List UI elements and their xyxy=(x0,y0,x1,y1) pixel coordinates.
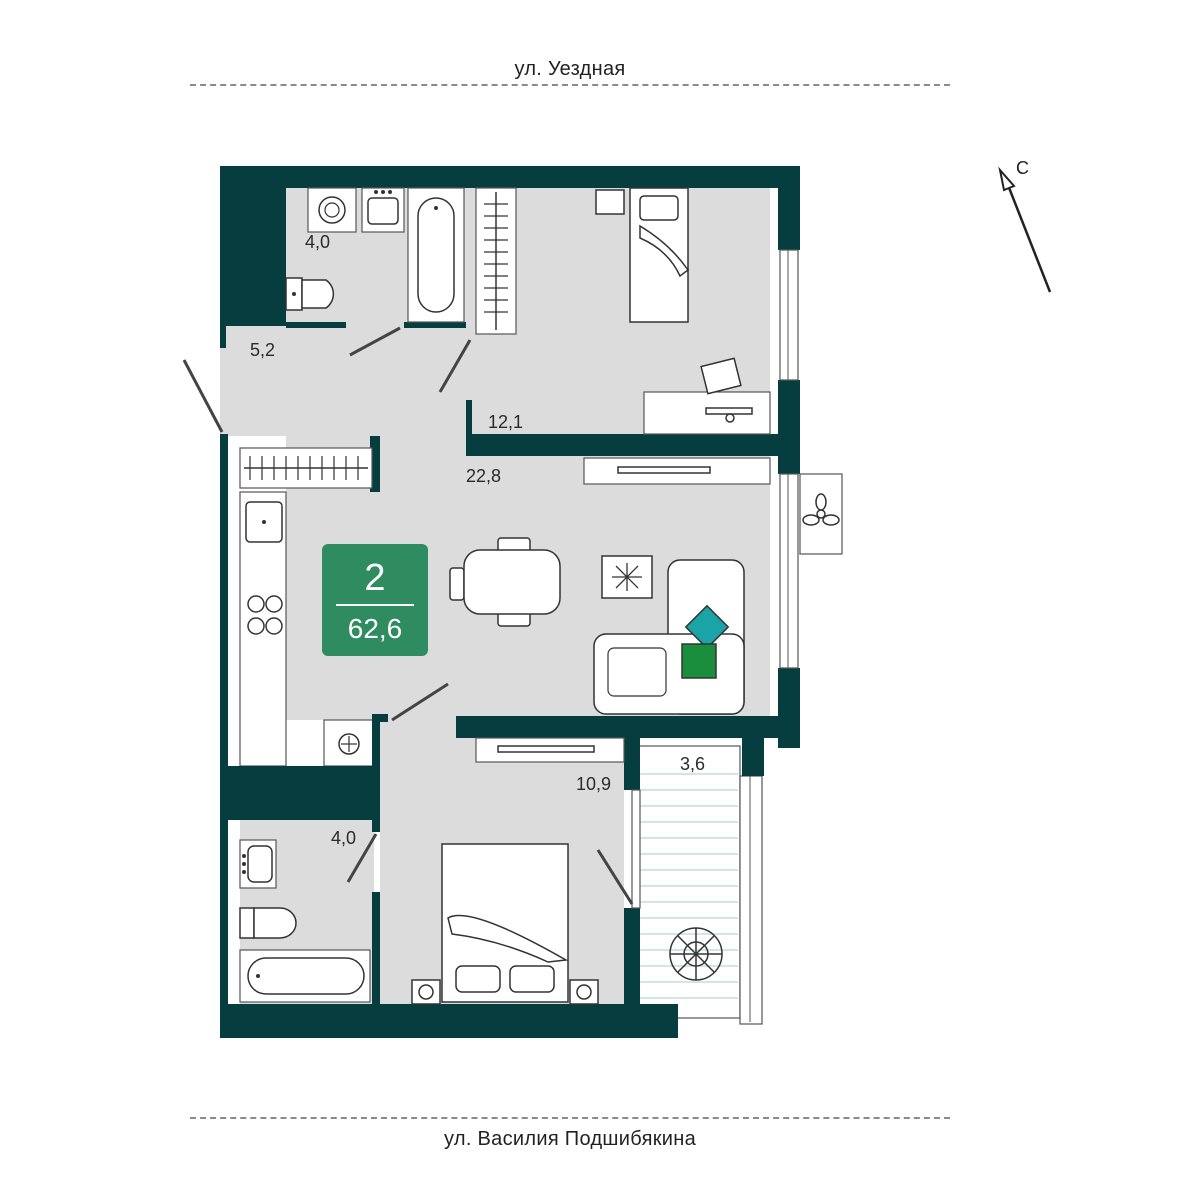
wardrobe-hallway xyxy=(239,447,373,489)
floor-hallway xyxy=(220,326,466,436)
north-arrow-icon xyxy=(998,166,1052,293)
double-bed xyxy=(411,843,599,1005)
street-label-top: ул. Уездная xyxy=(514,58,626,80)
kitchen-sink xyxy=(245,501,283,543)
area-bathroom-top: 4,0 xyxy=(305,232,331,252)
north-label: С xyxy=(1016,158,1029,178)
room-count: 2 xyxy=(364,557,386,599)
area-bedroom-small: 12,1 xyxy=(488,412,524,432)
total-area: 62,6 xyxy=(347,613,403,644)
bathtub-bottom xyxy=(239,949,371,1003)
area-hallway: 5,2 xyxy=(250,340,276,360)
tv-stand-bedroom xyxy=(475,737,625,763)
bathtub-top xyxy=(407,187,465,323)
side-table-plant xyxy=(601,555,653,599)
street-label-bottom: ул. Василия Подшибякина xyxy=(444,1128,696,1150)
toilet-bottom xyxy=(239,907,297,939)
apartment-badge: 2 62,6 xyxy=(322,544,428,656)
doors xyxy=(182,326,634,905)
desk xyxy=(643,357,771,435)
washer xyxy=(307,187,357,233)
stove xyxy=(247,595,283,635)
ac-unit xyxy=(799,473,843,555)
sink-top xyxy=(361,187,405,233)
sink-bottom xyxy=(239,839,277,889)
fridge xyxy=(338,733,360,755)
balcony xyxy=(637,745,763,1025)
sofa xyxy=(593,559,745,715)
area-bathroom-bottom: 4,0 xyxy=(331,828,357,848)
toilet-top xyxy=(285,277,335,311)
balcony-plant xyxy=(669,927,723,981)
street-line-bottom xyxy=(190,1117,950,1119)
tv-stand-living xyxy=(583,457,771,485)
single-bed xyxy=(595,187,690,323)
badge-divider xyxy=(336,604,414,606)
street-line-top xyxy=(190,84,950,86)
area-bedroom-large: 10,9 xyxy=(576,774,612,794)
area-balcony: 3,6 xyxy=(680,754,706,774)
walls xyxy=(220,166,800,1038)
windows xyxy=(631,249,799,909)
area-kitchen-living: 22,8 xyxy=(466,466,502,486)
dining-table xyxy=(449,537,561,627)
wardrobe-small xyxy=(475,187,517,335)
